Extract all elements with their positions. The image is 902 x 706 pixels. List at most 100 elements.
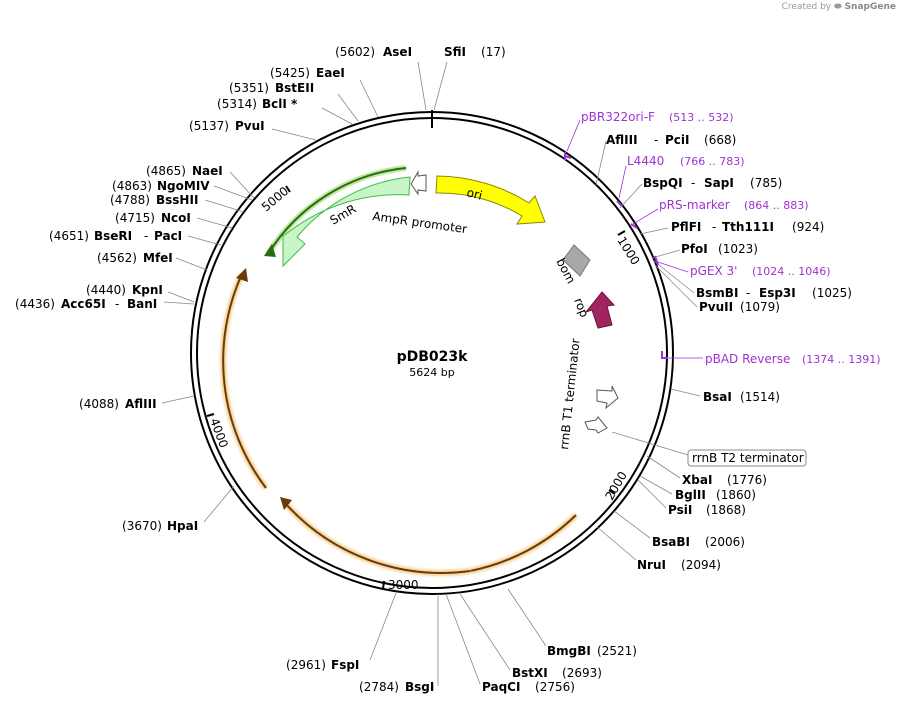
site-enzyme-alt: PacI [154,229,182,243]
rrnb-t2-label: rrnB T2 terminator [692,451,804,465]
ori-label: ori [465,185,484,202]
primer-prs-marker: pRS-marker (864 .. 883) [630,198,809,229]
site-enzyme: PflFI [671,220,701,234]
primer-name: pBAD Reverse [705,352,790,366]
site-pos: 4715 [120,211,151,225]
site-bsgi: (2784) BsgI [359,594,439,694]
site-enzyme: XbaI [682,473,712,487]
site-enzyme: AseI [383,45,412,59]
site-bstxi: BstXI (2693) [459,593,602,680]
site-dash: - [115,297,119,311]
site-bsabi: BsaBI (2006) [613,510,745,549]
site-enzyme: NruI [637,558,666,572]
site-pos: 4788 [115,193,146,207]
site-pos: 2784 [364,680,395,694]
site-pos: 17 [486,45,501,59]
ori-feature [435,175,546,225]
site-dash: - [746,286,750,300]
site-pos-wrap: (785) [750,176,782,190]
site-pos: 2094 [686,558,717,572]
credit-brand: SnapGene [844,2,896,12]
site-pos-wrap: (1860) [716,488,756,502]
rrnb-t2-feature [584,416,608,434]
site-pfoi: PfoI (1023) [651,242,758,259]
primer-range: (513 .. 532) [669,111,734,124]
site-naei: (4865) NaeI [146,164,255,199]
site-pos: (5602) [335,45,375,59]
site-pos: 1860 [721,488,752,502]
site-pos: 1514 [745,390,776,404]
site-enzyme: PvuI [235,119,265,133]
credit-prefix: Created by [781,2,832,12]
site-enzyme: PsiI [668,503,692,517]
site-kpni: (4440) KpnI [86,283,195,303]
site-pos-wrap: (5137) [189,119,229,133]
site-enzyme-alt: BanI [127,297,157,311]
site-enzyme: BspQI [643,176,683,190]
site-hpai: (3670) HpaI [122,485,235,533]
primer-range: (766 .. 783) [680,155,745,168]
site-pos: 924 [797,220,820,234]
site-enzyme: BssHII [156,193,198,207]
site-bmgbi: BmgBI (2521) [507,588,637,658]
smr-feature [282,176,411,268]
site-pos-wrap: (4440) [86,283,126,297]
site-sfii: SfiI (17) [433,45,506,111]
site-bsai: BsaI (1514) [670,388,780,404]
site-pos-wrap: (2521) [597,644,637,658]
site-acc65i-bani: (4436) Acc65I - BanI [15,297,195,311]
orf-arc-bottom [280,497,579,576]
site-fspi: (2961) FspI [286,592,397,672]
site-enzyme: BsaI [703,390,732,404]
site-pos-wrap: (1079) [740,300,780,314]
site-enzyme: HpaI [167,519,198,533]
green-orf-arc [264,165,407,257]
site-enzyme: BmgBI [547,644,591,658]
site-pos: 1079 [745,300,776,314]
site-bseri-paci: (4651) BseRI - PacI [49,229,222,246]
site-pos-wrap: (2094) [681,558,721,572]
site-eaei: (5425) EaeI [270,66,379,118]
tick-1000: 1000 [614,230,643,267]
site-enzyme-alt: SapI [704,176,734,190]
site-pos: 4440 [91,283,122,297]
site-enzyme: SfiI [444,45,466,59]
site-pos-wrap: (17) [481,45,506,59]
site-dash: - [712,220,716,234]
site-pos-wrap: (4562) [97,251,137,265]
site-bspqi-sapi: BspQI - SapI (785) [619,176,782,209]
site-asei: (5602) AseI [335,45,427,111]
site-enzyme: BstEII [275,81,314,95]
site-enzyme: BclI * [262,97,298,111]
tick-3000: 3000 [382,578,419,592]
primer-range: (1024 .. 1046) [752,265,831,278]
site-pos-wrap: (5351) [229,81,269,95]
site-bsshii: (4788) BssHII [110,193,245,213]
primer-name: L4440 [627,154,664,168]
rop-label: rop [571,296,591,319]
site-pos: 2693 [567,666,598,680]
site-pos-wrap: (4715) [115,211,155,225]
site-pos: 4865 [151,164,182,178]
site-enzyme: NcoI [161,211,191,225]
site-pos-wrap: (5314) [217,97,257,111]
site-enzyme: PvuII [699,300,733,314]
site-xbai: XbaI (1776) [646,455,767,487]
site-nrui: NruI (2094) [596,526,721,572]
rrnb-t1-label: rrnB T1 terminator [557,338,583,451]
site-pos: 1023 [723,242,754,256]
site-enzyme: PaqCI [482,680,520,694]
site-bcli: (5314) BclI * [217,97,353,125]
primer-range: (1374 .. 1391) [802,353,881,366]
site-enzyme: BsaBI [652,535,690,549]
site-pos: 2961 [291,658,322,672]
site-pos-wrap: (924) [792,220,824,234]
site-pos-wrap: (1514) [740,390,780,404]
site-enzyme-alt: Esp3I [759,286,796,300]
site-pos-wrap: (2006) [705,535,745,549]
site-pos: 2521 [602,644,633,658]
site-enzyme: FspI [331,658,359,672]
site-enzyme-alt: PciI [665,133,690,147]
site-enzyme: BseRI [94,229,132,243]
